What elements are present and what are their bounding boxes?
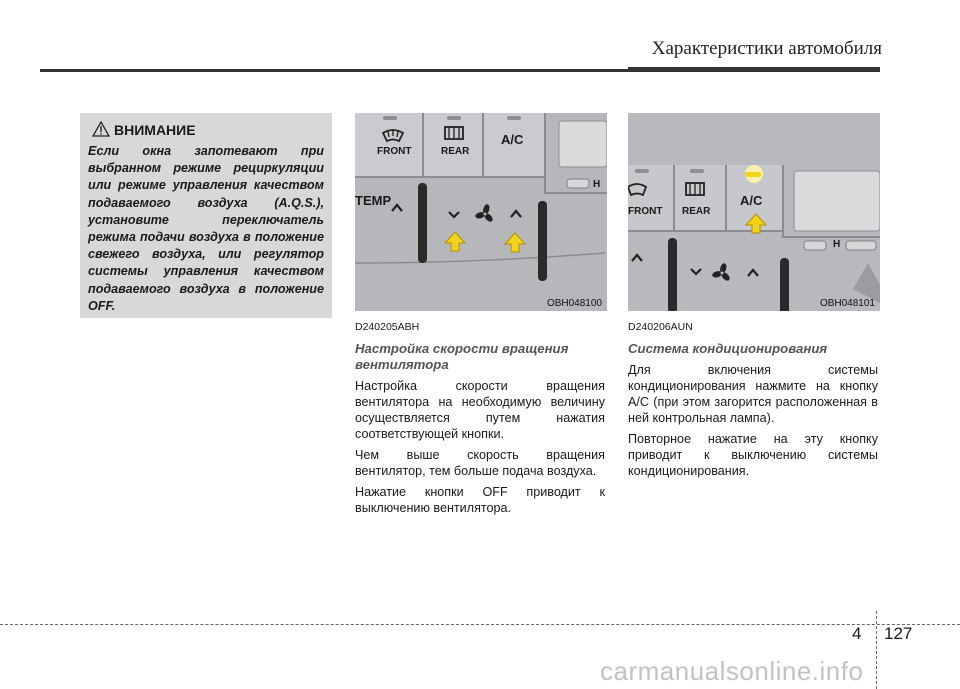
h-indicator-label: H — [833, 239, 841, 250]
figure-fan-speed: FRONT REAR A/C TEMP H OBH048100 — [355, 113, 607, 311]
warning-heading: ВНИМАНИЕ — [91, 120, 196, 138]
footer-rule — [0, 624, 960, 625]
figure-air-conditioning: FRONT REAR A/C H OBH048101 — [628, 113, 880, 311]
section-air-conditioning: D240206AUN Система кондиционирования Для… — [628, 319, 878, 484]
warning-box: ВНИМАНИЕ Если окна запотевают при выбран… — [80, 113, 332, 318]
rear-defrost-label: REAR — [682, 206, 711, 217]
paragraph: Для включения системы кондиционирования … — [628, 363, 878, 425]
section-fan-speed: D240205ABH Настройка скорости вращения в… — [355, 319, 605, 521]
paragraph: Повторное нажатие на эту кнопку приводит… — [628, 432, 878, 478]
section-code: D240206AUN — [628, 321, 693, 333]
watermark: carmanualsonline.info — [600, 656, 864, 686]
ac-button-label: A/C — [501, 132, 524, 147]
figure2-code: OBH048101 — [819, 298, 875, 309]
h-indicator-label: H — [593, 179, 601, 190]
header-rule — [40, 69, 880, 72]
front-defrost-label: FRONT — [377, 146, 412, 157]
section-code: D240205ABH — [355, 321, 420, 333]
fan-panel-illustration — [355, 113, 607, 311]
ac-panel-illustration — [628, 113, 880, 311]
warning-title: ВНИМАНИЕ — [114, 122, 196, 138]
footer-divider — [876, 611, 877, 689]
warning-text: Если окна запотевают при выбранном режим… — [88, 144, 324, 313]
section-heading: Система кондиционирования — [628, 341, 828, 356]
paragraph: Настройка скорости вращения вентилятора … — [355, 379, 605, 441]
ac-button-label: A/C — [740, 193, 763, 208]
page-header-title: Характеристики автомобиля — [651, 38, 882, 59]
paragraph: Чем выше скорость вращения вентилятор, т… — [355, 448, 605, 478]
temp-label: TEMP — [355, 193, 392, 208]
figure1-code: OBH048100 — [546, 298, 602, 309]
section-heading: Настройка скорости вращения вентилятора — [355, 341, 569, 372]
paragraph: Нажатие кнопки OFF приводит к выключению… — [355, 485, 605, 515]
page-number: 127 — [884, 624, 913, 643]
warning-triangle-icon — [91, 120, 111, 137]
front-defrost-label: FRONT — [628, 206, 663, 217]
section-number: 4 — [852, 624, 862, 643]
rear-defrost-label: REAR — [441, 146, 470, 157]
header-rule-accent — [628, 67, 880, 72]
